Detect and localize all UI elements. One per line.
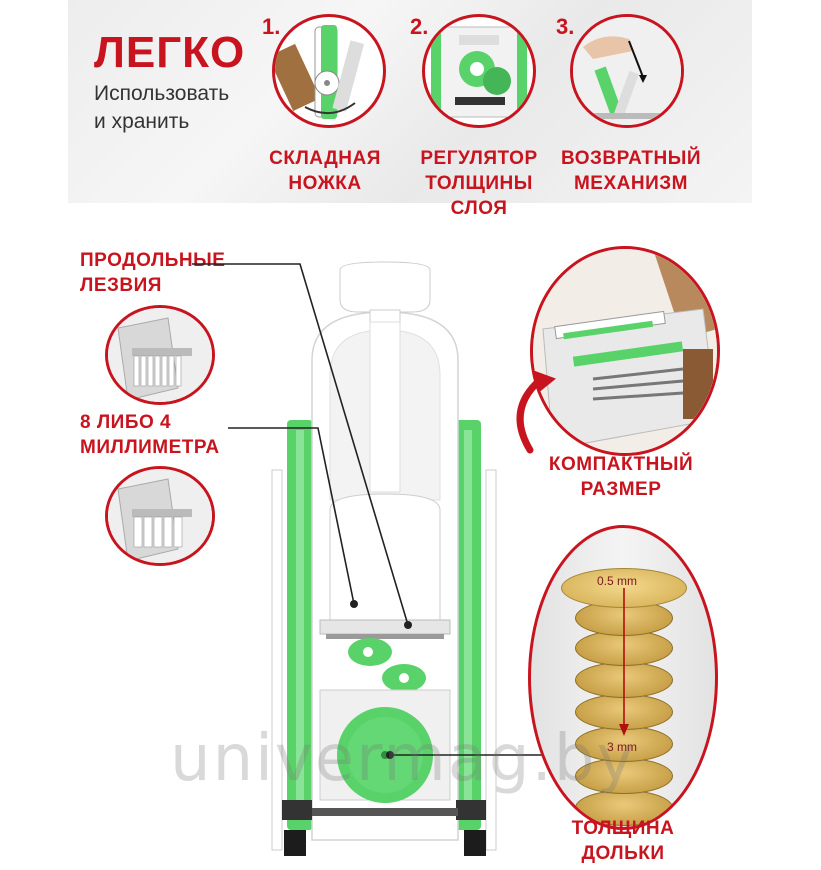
step-number: 3. xyxy=(556,14,575,39)
blade-closeup-illustration xyxy=(108,308,212,402)
callout-slice-thickness: ТОЛЩИНА ДОЛЬКИ xyxy=(548,816,698,866)
callout-8-or-4-mm: 8 ЛИБО 4 МИЛЛИМЕТРА xyxy=(80,410,250,460)
step-label-line: РЕГУЛЯТОР xyxy=(420,148,538,169)
step-label-return-mechanism: ВОЗВРАТНЫЙ МЕХАНИЗМ xyxy=(556,146,706,196)
callout-line: ПРОДОЛЬНЫЕ xyxy=(80,250,226,271)
thickness-max-label: 3 mm xyxy=(607,740,637,754)
thickness-arrow-icon xyxy=(619,588,629,736)
curved-arrow-icon xyxy=(516,370,557,454)
callout-line: ТОЛЩИНА xyxy=(571,818,675,839)
drawer-storage-icon xyxy=(530,246,720,456)
callout-line: 8 ЛИБО 4 xyxy=(80,412,172,433)
return-mechanism-icon xyxy=(570,14,684,128)
step-label-line: СЛОЯ xyxy=(450,198,508,219)
folding-leg-icon xyxy=(272,14,386,128)
slice-thickness-illustration: 0.5 mm 3 mm xyxy=(528,525,718,830)
watermark: univermag.by xyxy=(170,722,637,796)
step-label-folding-leg: СКЛАДНАЯ НОЖКА xyxy=(250,146,400,196)
thickness-dial-illustration xyxy=(431,26,527,118)
drawer-storage-illustration xyxy=(533,249,717,453)
blade-closeup-illustration-2 xyxy=(108,469,212,563)
callout-line: МИЛЛИМЕТРА xyxy=(80,437,220,458)
blade-closeup-icon xyxy=(105,466,215,566)
thickness-min-label: 0.5 mm xyxy=(597,574,638,588)
callout-line: ЛЕЗВИЯ xyxy=(80,275,162,296)
step-label-line: ВОЗВРАТНЫЙ xyxy=(560,148,701,169)
hero-title: ЛЕГКО xyxy=(94,28,246,77)
step-number: 2. xyxy=(410,14,429,39)
return-mechanism-illustration xyxy=(573,17,681,125)
step-label-line: ТОЛЩИНЫ xyxy=(425,173,533,194)
step-label-line: НОЖКА xyxy=(288,173,362,194)
callout-line: КОМПАКТНЫЙ xyxy=(548,454,694,475)
step-label-line: СКЛАДНАЯ xyxy=(269,148,381,169)
hero-subtitle-line: и хранить xyxy=(94,110,190,133)
hero-subtitle: Использовать и хранить xyxy=(94,80,229,136)
thickness-dial-icon xyxy=(422,14,536,128)
hero-subtitle-line: Использовать xyxy=(94,82,230,105)
folding-leg-illustration xyxy=(275,25,365,119)
step-label-line: МЕХАНИЗМ xyxy=(573,173,688,194)
step-number: 1. xyxy=(262,14,281,39)
blade-closeup-icon xyxy=(105,305,215,405)
step-label-thickness-regulator: РЕГУЛЯТОР ТОЛЩИНЫ СЛОЯ xyxy=(404,146,554,221)
callout-longitudinal-blades: ПРОДОЛЬНЫЕ ЛЕЗВИЯ xyxy=(80,248,240,298)
callout-line: РАЗМЕР xyxy=(580,479,662,500)
callout-line: ДОЛЬКИ xyxy=(581,843,665,864)
callout-compact-size: КОМПАКТНЫЙ РАЗМЕР xyxy=(536,452,706,502)
slice-disc xyxy=(575,790,673,826)
